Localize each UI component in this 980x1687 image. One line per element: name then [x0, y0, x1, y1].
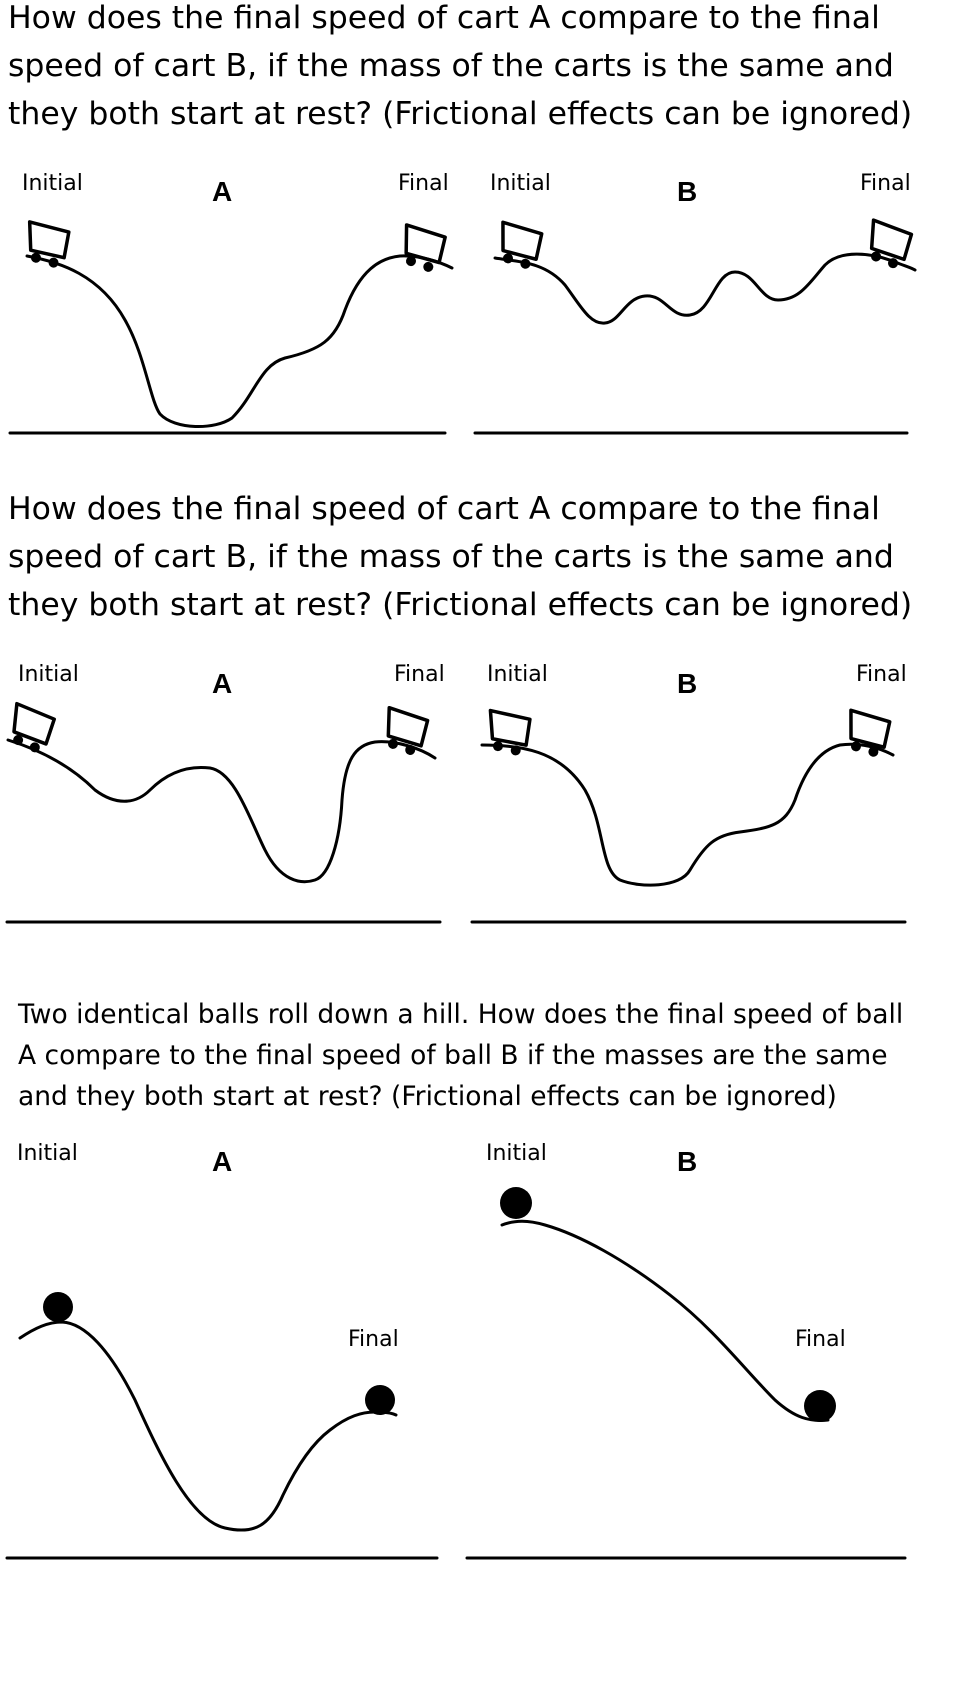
initial-label: Initial	[22, 171, 83, 196]
question-1: How does the final speed of cart A compa…	[8, 0, 912, 138]
ball-initial	[500, 1187, 532, 1219]
problem-2-panel-a	[4, 701, 442, 924]
initial-label: Initial	[490, 171, 551, 196]
initial-label: Initial	[17, 1141, 78, 1166]
question-2: How does the final speed of cart A compa…	[8, 485, 912, 629]
track-curve	[493, 252, 917, 325]
cart-initial	[4, 701, 58, 757]
question-line: they both start at rest? (Frictional eff…	[8, 587, 913, 623]
problem-3-panel-a	[5, 1292, 439, 1560]
ball-final	[804, 1390, 836, 1422]
ball-final	[365, 1385, 395, 1415]
question-line: speed of cart B, if the mass of the cart…	[8, 48, 894, 84]
final-label: Final	[856, 662, 907, 687]
track-curve	[6, 738, 437, 884]
final-label: Final	[860, 171, 911, 196]
track-curve	[500, 1219, 830, 1422]
problem-2-panel-b	[470, 708, 907, 924]
panel-letter-b: B	[677, 1146, 698, 1177]
question-line: and they both start at rest? (Frictional…	[18, 1081, 837, 1112]
question-line: How does the final speed of cart A compa…	[8, 0, 880, 36]
initial-label: Initial	[18, 662, 79, 687]
problem-1-panel-a	[8, 220, 454, 435]
problem-3-panel-b	[465, 1187, 907, 1560]
initial-label: Initial	[486, 1141, 547, 1166]
final-label: Final	[398, 171, 449, 196]
track-curve	[25, 254, 454, 428]
cart-final	[862, 218, 915, 273]
final-label: Final	[348, 1327, 399, 1352]
final-label: Final	[394, 662, 445, 687]
panel-letter-a: A	[212, 176, 233, 207]
question-3: Two identical balls roll down a hill. Ho…	[18, 994, 903, 1117]
problem-1-panel-b	[473, 218, 917, 435]
panel-letter-a: A	[212, 1146, 233, 1177]
initial-label: Initial	[487, 662, 548, 687]
panel-letter-b: B	[677, 668, 698, 699]
ball-initial	[43, 1292, 73, 1322]
cart-final	[398, 223, 448, 276]
question-line: A compare to the final speed of ball B i…	[18, 1040, 888, 1071]
track-curve	[18, 1320, 398, 1532]
track-curve	[480, 742, 895, 887]
panel-letter-b: B	[677, 176, 698, 207]
question-line: speed of cart B, if the mass of the cart…	[8, 539, 894, 575]
question-line: they both start at rest? (Frictional eff…	[8, 96, 913, 132]
question-line: How does the final speed of cart A compa…	[8, 491, 880, 527]
question-line: Two identical balls roll down a hill. Ho…	[18, 999, 904, 1030]
final-label: Final	[795, 1327, 846, 1352]
panel-letter-a: A	[212, 668, 233, 699]
